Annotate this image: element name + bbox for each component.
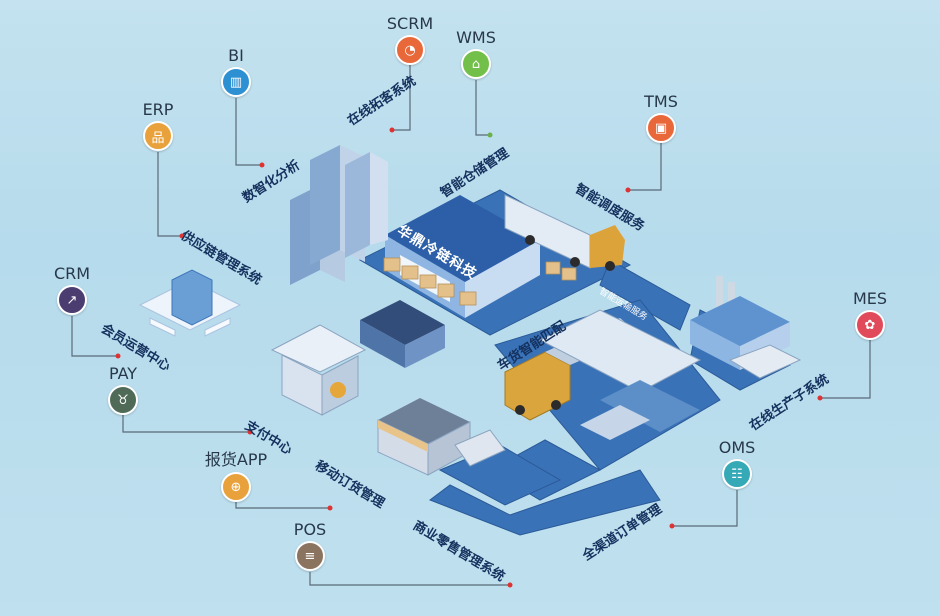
node-erp[interactable]: ERP 品 <box>128 100 188 151</box>
org-chart-icon: 品 <box>143 121 173 151</box>
line-bi <box>235 98 262 166</box>
trend-chart-icon: ↗ <box>57 285 87 315</box>
order-icon: ☷ <box>722 459 752 489</box>
line-pay <box>122 414 250 433</box>
distribution-hub <box>538 309 702 440</box>
node-label: CRM <box>53 264 91 283</box>
line-oms <box>672 490 738 527</box>
pie-chart-icon: ◔ <box>395 35 425 65</box>
node-pay[interactable]: PAY ♉ <box>93 364 153 415</box>
factory <box>690 276 802 379</box>
node-tms[interactable]: TMS ▣ <box>631 92 691 143</box>
globe-icon: ⊕ <box>221 472 251 502</box>
node-app[interactable]: 报货APP ⊕ <box>196 446 276 502</box>
node-label: TMS <box>644 92 678 111</box>
bank-building <box>270 324 367 416</box>
node-label: PAY <box>108 364 138 383</box>
line-scrm <box>392 60 411 131</box>
node-oms[interactable]: OMS ☷ <box>707 438 767 489</box>
line-tms <box>628 143 662 191</box>
node-scrm[interactable]: SCRM ◔ <box>380 14 440 65</box>
retail-shop <box>377 398 506 476</box>
warehouse-icon: ⌂ <box>461 49 491 79</box>
server-racks <box>360 300 445 368</box>
box-icon: ▣ <box>646 113 676 143</box>
node-crm[interactable]: CRM ↗ <box>42 264 102 315</box>
node-wms[interactable]: WMS ⌂ <box>446 28 506 79</box>
node-pos[interactable]: POS ≡ <box>280 520 340 571</box>
line-crm <box>71 316 118 357</box>
node-label: 报货APP <box>204 450 268 469</box>
node-mes[interactable]: MES ✿ <box>840 289 900 340</box>
node-label: BI <box>228 46 244 65</box>
office-towers <box>290 145 388 285</box>
node-bi[interactable]: BI ▥ <box>206 46 266 97</box>
connector-dots <box>115 127 823 588</box>
line-wms <box>475 80 490 136</box>
node-label: OMS <box>718 438 756 457</box>
bar-chart-icon: ▥ <box>221 67 251 97</box>
node-label: WMS <box>456 28 496 47</box>
line-mes <box>820 340 871 399</box>
line-pos <box>309 572 510 586</box>
basket-icon: ♉ <box>108 385 138 415</box>
database-icon: ≡ <box>295 541 325 571</box>
line-erp <box>157 152 182 237</box>
data-center <box>138 269 242 337</box>
node-label: ERP <box>142 100 174 119</box>
node-label: MES <box>852 289 888 308</box>
gear-icon: ✿ <box>855 310 885 340</box>
truck-top <box>504 194 625 271</box>
node-label: POS <box>293 520 327 539</box>
cargo-boxes <box>383 257 577 306</box>
node-label: SCRM <box>386 14 434 33</box>
